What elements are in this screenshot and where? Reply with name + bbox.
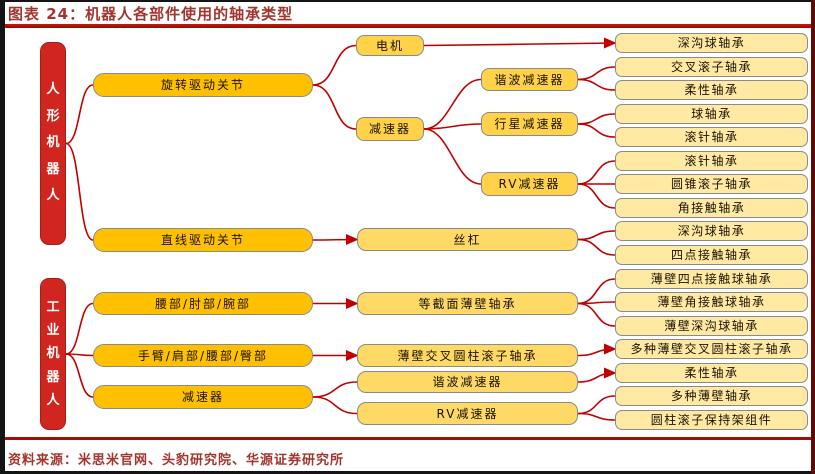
bearing-box: 柔性轴承 — [615, 80, 808, 100]
connector-edge — [423, 78, 482, 130]
bearing-box: 角接触轴承 — [615, 198, 808, 218]
connector-edge — [577, 123, 616, 138]
connector-edge — [577, 302, 616, 327]
node-reducer-humanoid: 减速器 — [356, 117, 424, 141]
connector-edge — [423, 128, 482, 185]
connector-edge — [312, 84, 357, 130]
bearing-box: 圆柱滚子保持架组件 — [615, 410, 808, 430]
bearing-box: 深沟球轴承 — [615, 221, 808, 241]
connector-edge — [577, 278, 616, 305]
connector-edge — [577, 183, 616, 209]
node-planetary-reducer: 行星减速器 — [481, 112, 578, 136]
title-underline-rule — [0, 24, 815, 28]
node-harmonic-reducer-humanoid: 谐波减速器 — [481, 68, 578, 91]
connector-edge — [577, 113, 616, 125]
group-label: 工业机器人 — [46, 299, 60, 409]
node-rotary-drive-joint: 旋转驱动关节 — [93, 73, 313, 97]
bearing-box: 滚针轴承 — [615, 151, 808, 171]
node-constant-section-thin-wall-bearing: 等截面薄壁轴承 — [357, 292, 578, 315]
bearing-box: 四点接触轴承 — [615, 245, 808, 265]
connector-edge — [577, 238, 616, 256]
group-label: 人形机器人 — [46, 81, 60, 204]
connector-edge — [65, 142, 94, 241]
connector-edge — [577, 301, 616, 305]
node-linear-drive-joint: 直线驱动关节 — [93, 228, 313, 252]
node-rv-reducer-industrial: RV减速器 — [357, 402, 578, 425]
bearing-box: 薄壁角接触球轴承 — [615, 292, 808, 312]
bearing-box: 球轴承 — [615, 104, 808, 124]
connector-edge — [312, 381, 358, 398]
connector-edge — [65, 302, 94, 355]
page-edge-left — [0, 0, 5, 474]
page-edge-bottom — [0, 471, 815, 474]
connector-edge — [423, 123, 482, 130]
node-arm-shoulder-waist-hip: 手臂/肩部/腰部/臀部 — [93, 344, 313, 367]
connector-edge — [312, 233, 359, 246]
bearing-box: 交叉滚子轴承 — [615, 57, 808, 77]
footer-rule — [0, 437, 815, 440]
bearing-box: 滚针轴承 — [615, 127, 808, 147]
connector-edge — [423, 37, 617, 49]
node-reducer-industrial: 减速器 — [93, 385, 313, 409]
figure-title: 图表 24：机器人各部件使用的轴承类型 — [8, 5, 294, 23]
bearing-box: 薄壁深沟球轴承 — [615, 316, 808, 336]
connector-edge — [312, 396, 358, 415]
connector-edge — [577, 412, 616, 421]
node-waist-elbow-wrist: 腰部/肘部/腕部 — [93, 292, 313, 315]
connector-edge — [577, 66, 616, 81]
node-motor: 电机 — [356, 35, 424, 56]
page-edge-top — [0, 0, 815, 2]
connector-edge — [65, 84, 94, 145]
connector-edge — [65, 353, 94, 398]
group-humanoid-robot: 人形机器人 — [40, 42, 66, 245]
connector-edge — [577, 160, 616, 185]
connector-edge — [577, 343, 617, 357]
connector-edge — [577, 230, 616, 241]
bearing-box: 圆锥滚子轴承 — [615, 174, 808, 194]
page-edge-right — [811, 0, 815, 474]
connector-edge — [312, 44, 357, 86]
bearing-box: 多种薄壁轴承 — [615, 386, 808, 406]
connector-edge — [65, 353, 94, 357]
source-note: 资料来源：米思米官网、头豹研究院、华源证券研究所 — [8, 453, 345, 468]
bearing-box: 深沟球轴承 — [615, 33, 808, 53]
group-industrial-robot: 工业机器人 — [40, 278, 66, 430]
node-rv-reducer-humanoid: RV减速器 — [481, 172, 578, 196]
connector-edge — [577, 395, 616, 415]
connector-edge — [577, 78, 616, 91]
bearing-box: 薄壁四点接触球轴承 — [615, 269, 808, 289]
bearing-box: 多种薄壁交叉圆柱滚子轴承 — [615, 339, 808, 359]
connector-edge — [577, 367, 617, 383]
node-thin-wall-crossed-roller-bearing: 薄壁交叉圆柱滚子轴承 — [357, 344, 578, 367]
node-lead-screw: 丝杠 — [357, 228, 578, 251]
bearing-box: 柔性轴承 — [615, 363, 808, 383]
node-harmonic-reducer-industrial: 谐波减速器 — [357, 371, 578, 393]
